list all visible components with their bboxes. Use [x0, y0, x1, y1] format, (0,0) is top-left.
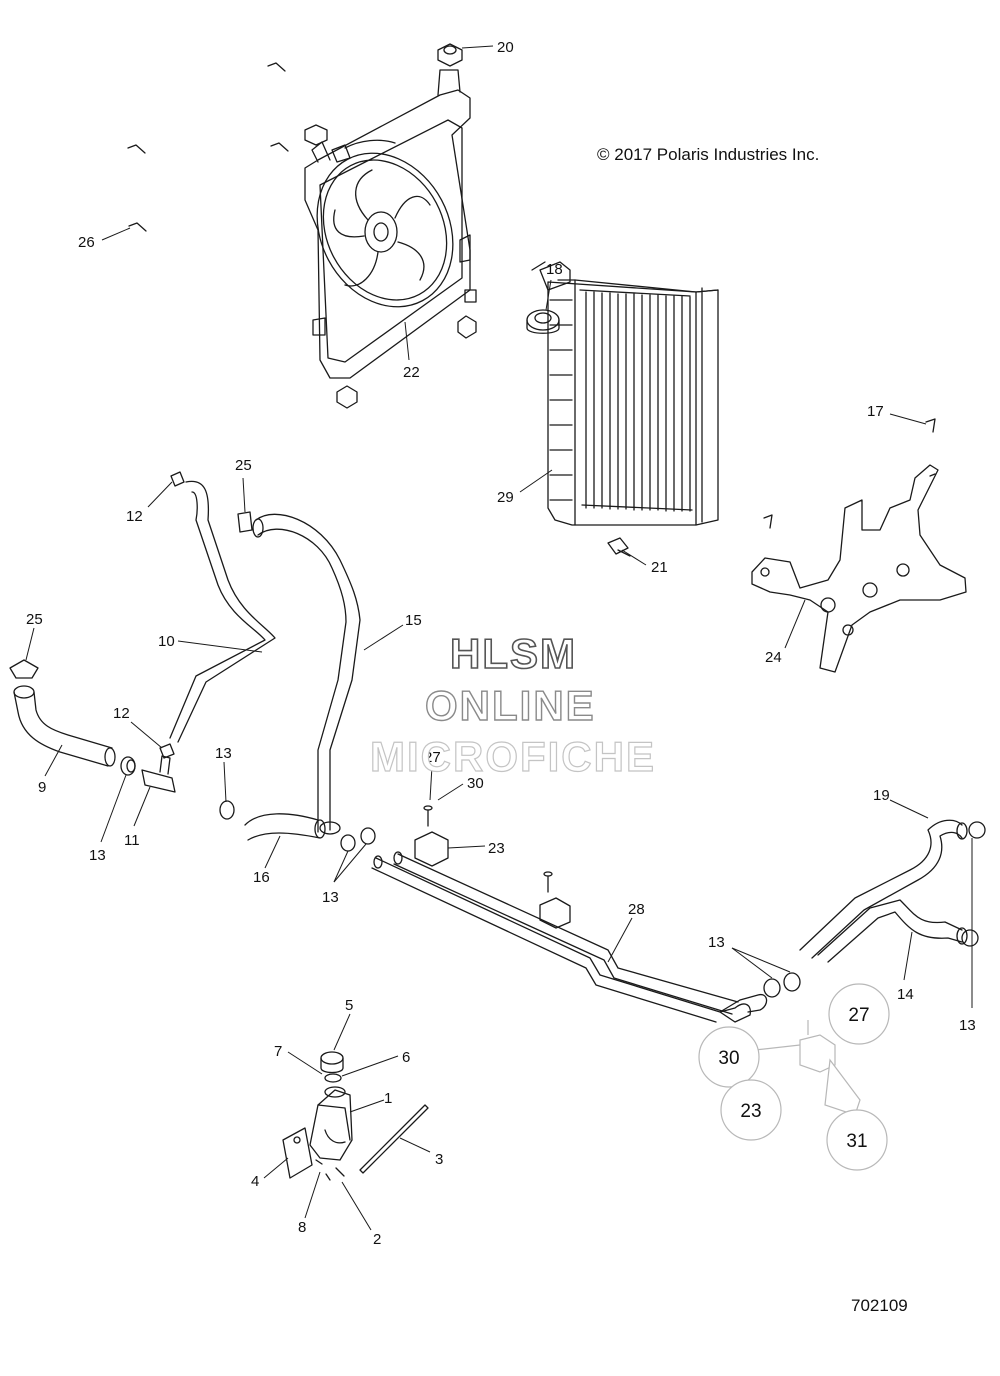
- ref-label-27: 27: [848, 1005, 869, 1026]
- callout-15: 15: [405, 612, 422, 629]
- bottle-hose-3: [359, 1104, 429, 1174]
- callout-11: 11: [124, 832, 140, 849]
- ref-label-31: 31: [846, 1131, 867, 1152]
- reference-assembly-ghost: [754, 1020, 861, 1116]
- tee-fitting-11: [141, 755, 176, 793]
- callout-14: 14: [897, 986, 914, 1003]
- bottle-fasteners: [315, 1159, 345, 1181]
- hose-9: [13, 685, 116, 767]
- callout-13-far-right: 13: [959, 1017, 976, 1034]
- hose-clamps-13e: [961, 821, 986, 1008]
- callout-18: 18: [546, 261, 563, 278]
- hose-clamp-13b: [219, 800, 235, 820]
- callout-22: 22: [403, 364, 420, 381]
- callout-7: 7: [274, 1043, 282, 1060]
- bracket-screws: [763, 418, 936, 529]
- callout-19: 19: [873, 787, 890, 804]
- watermark-line-1: HLSM: [449, 629, 577, 678]
- callout-9: 9: [38, 779, 46, 796]
- callout-13-right: 13: [708, 934, 725, 951]
- coolant-tubes-28: [371, 851, 768, 1023]
- callout-13-center: 13: [322, 889, 339, 906]
- bottle-bracket-4: [282, 1127, 313, 1179]
- hose-16: [244, 813, 341, 841]
- callout-2: 2: [373, 1231, 381, 1248]
- callout-25-upper: 25: [235, 457, 252, 474]
- ref-circle-27: [828, 983, 890, 1045]
- cap-seal: [324, 1073, 342, 1083]
- hose-clamps-13d: [763, 972, 801, 998]
- hose-clamps-13c: [340, 827, 376, 852]
- grommets: [304, 43, 477, 409]
- watermark-line-3: MICROFICHE: [369, 732, 656, 780]
- callout-24: 24: [765, 649, 782, 666]
- ref-circle-23: [720, 1079, 782, 1141]
- callout-10: 10: [158, 633, 175, 650]
- callout-8: 8: [298, 1219, 306, 1236]
- callout-3: 3: [435, 1151, 443, 1168]
- ref-circle-30: [698, 1026, 760, 1088]
- hose-14: [817, 899, 968, 963]
- hose-clamp-12b: [159, 743, 175, 759]
- hose-clamp-25a: [237, 511, 253, 533]
- hose-15: [252, 513, 361, 833]
- hose-10: [169, 480, 276, 743]
- callout-23: 23: [488, 840, 505, 857]
- radiator-cap: [526, 309, 560, 334]
- radiator-bracket: [751, 464, 967, 673]
- callout-25-lower: 25: [26, 611, 43, 628]
- ref-label-30: 30: [718, 1048, 739, 1069]
- radiator: [531, 261, 719, 526]
- leader-lines: [25, 45, 929, 1231]
- tube-clamps-23: [414, 831, 571, 929]
- callout-26: 26: [78, 234, 95, 251]
- callout-21: 21: [651, 559, 668, 576]
- callout-1: 1: [384, 1090, 392, 1107]
- callout-4: 4: [251, 1173, 259, 1190]
- document-number: 702109: [851, 1296, 908, 1315]
- hose-clamp-13a: [120, 756, 136, 776]
- recovery-bottle: [309, 1086, 353, 1161]
- callout-12-upper: 12: [126, 508, 143, 525]
- hose-19: [799, 819, 968, 959]
- bottle-cap: [320, 1051, 344, 1074]
- clamp-screws: [423, 805, 553, 893]
- callout-13-left: 13: [89, 847, 106, 864]
- hose-clamp-12a: [170, 471, 185, 487]
- callout-labels: 20 26 22 18 29 21 17 24 25 12 10 15 25 9…: [26, 39, 976, 1248]
- ref-label-23: 23: [740, 1101, 761, 1122]
- callout-16: 16: [253, 869, 270, 886]
- fan-shroud-assembly: [304, 69, 477, 379]
- callout-6: 6: [402, 1049, 410, 1066]
- callout-12-lower: 12: [113, 705, 130, 722]
- callout-28: 28: [628, 901, 645, 918]
- callout-20: 20: [497, 39, 514, 56]
- callout-29: 29: [497, 489, 514, 506]
- temperature-sensor: [607, 537, 631, 557]
- hose-clamp-25b: [9, 659, 39, 679]
- callout-5: 5: [345, 997, 353, 1014]
- copyright-notice: © 2017 Polaris Industries Inc.: [597, 145, 820, 164]
- fan-screws: [127, 62, 289, 232]
- callout-13-mid: 13: [215, 745, 232, 762]
- callout-27: 27: [424, 749, 441, 766]
- callout-17: 17: [867, 403, 884, 420]
- callout-30: 30: [467, 775, 484, 792]
- watermark-line-2: ONLINE: [424, 681, 596, 729]
- ref-circle-31: [826, 1109, 888, 1171]
